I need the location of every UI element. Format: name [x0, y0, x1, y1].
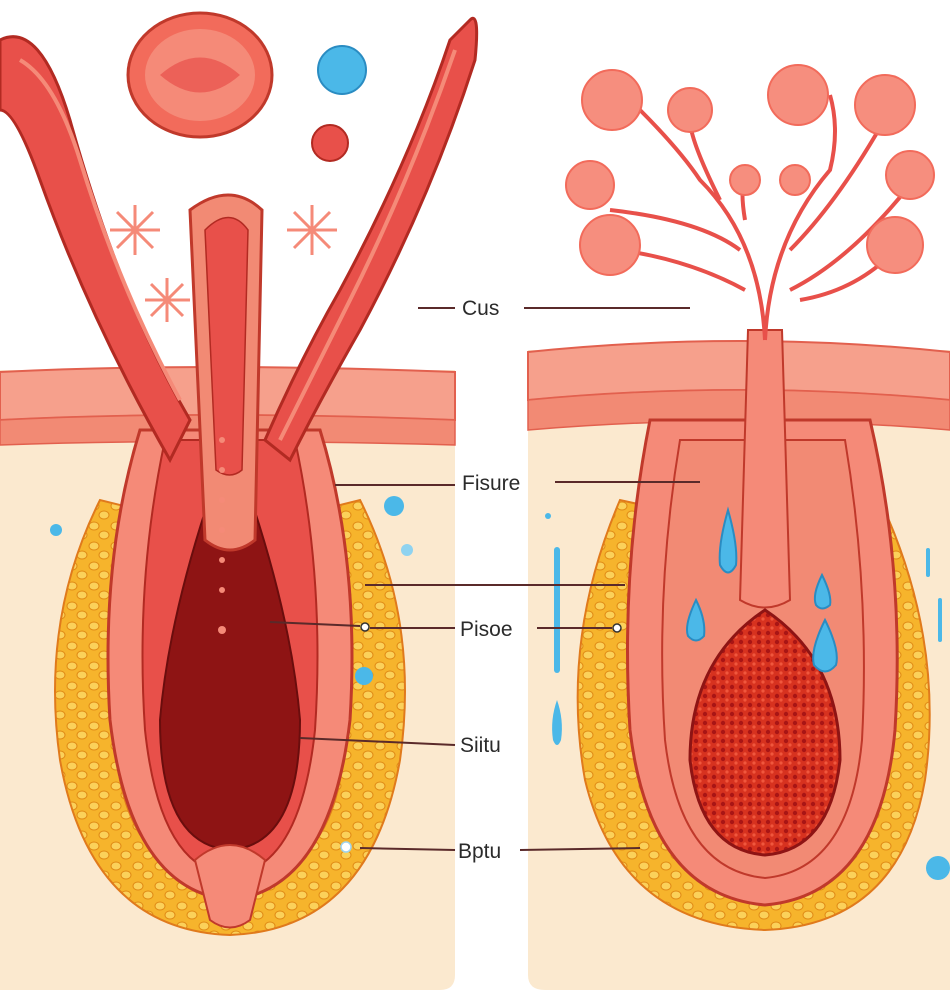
left-shaft-dots [218, 437, 226, 634]
label-siitu: Siitu [460, 734, 501, 757]
label-cus: Cus [462, 297, 499, 320]
droplet-icon [718, 506, 738, 574]
flower-cell-icon [287, 205, 337, 255]
right-hair-shaft [738, 329, 792, 609]
left-strand-right [263, 16, 479, 463]
left-strand-left [0, 35, 192, 464]
droplet-icon [50, 524, 62, 536]
droplet-icon [552, 700, 562, 745]
left-hair-shaft-core [204, 216, 249, 476]
gland-tree-blobs [565, 64, 935, 276]
pointer-dot [340, 841, 352, 853]
cell-icon [126, 11, 274, 139]
left-strand-right-inner [278, 49, 457, 441]
flower-cell-icon [145, 278, 190, 322]
droplet-icon [545, 513, 551, 519]
droplet-icon [926, 856, 950, 880]
flower-cell-icon [110, 205, 160, 255]
droplet-icon [317, 45, 367, 95]
right-bulb [688, 608, 842, 857]
droplet-icon [384, 496, 404, 516]
droplet-icon [311, 124, 349, 162]
droplet-icon [813, 572, 832, 610]
left-bulb-base [193, 844, 267, 929]
left-strand-left-inner [18, 58, 182, 401]
right-panel [527, 64, 950, 990]
pointer-dot [612, 623, 622, 633]
droplet-icon [401, 544, 413, 556]
gland-tree-icon [609, 94, 912, 341]
droplet-icon [355, 667, 373, 685]
label-bptu: Bptu [458, 840, 501, 863]
label-fisure: Fisure [462, 472, 520, 495]
pointer-dot [360, 622, 370, 632]
droplet-icon [686, 597, 706, 642]
label-pisoe: Pisoe [460, 618, 513, 641]
leader-lines [269, 307, 700, 851]
droplet-icon [812, 617, 838, 673]
left-panel [0, 11, 479, 990]
